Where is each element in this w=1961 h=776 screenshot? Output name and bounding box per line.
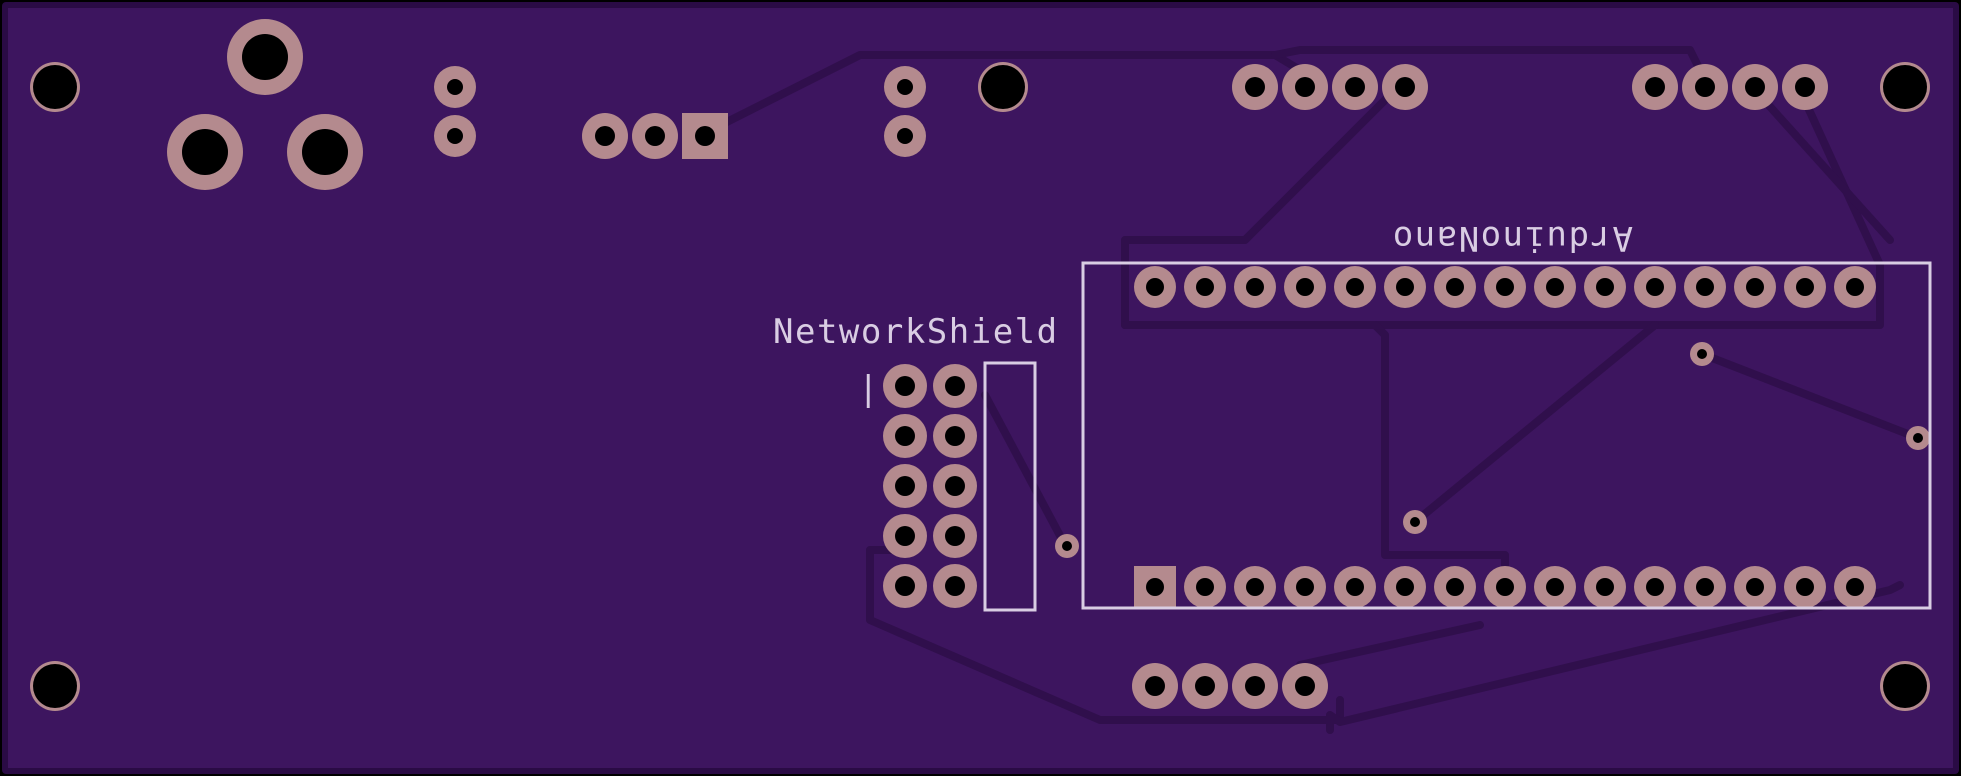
arduino-nano-pin-pad <box>1634 266 1676 308</box>
barrel-jack-pad <box>227 19 303 95</box>
header-pin-pad <box>1732 64 1778 110</box>
silkscreen-layer <box>983 261 1932 612</box>
arduino-nano-pin-pad <box>1534 266 1576 308</box>
arduino-nano-pin-pad <box>1684 266 1726 308</box>
header-pin-pad <box>1782 64 1828 110</box>
header-pin-pad <box>582 113 628 159</box>
small-pin-pad <box>884 115 926 157</box>
header-pin-pad <box>1232 663 1278 709</box>
trace <box>1411 321 1659 526</box>
trace <box>1698 350 1922 442</box>
arduino-nano-pin-pad <box>1134 266 1176 308</box>
network-shield-pin-pad <box>883 414 927 458</box>
arduino-nano-pin-pad <box>1584 266 1626 308</box>
arduino-nano-pin-pad <box>1384 566 1426 608</box>
arduino-nano-pin-pad <box>1334 566 1376 608</box>
arduino-nano-pin-pad <box>1334 266 1376 308</box>
mounting-hole <box>1880 661 1930 711</box>
header-pin-pad <box>1282 663 1328 709</box>
header-pin-pad <box>1182 663 1228 709</box>
arduino-nano-pin-pad <box>1484 566 1526 608</box>
board-surface <box>8 8 1953 768</box>
arduino-nano-pin-pad <box>1384 266 1426 308</box>
barrel-jack-pad <box>167 114 243 190</box>
trace <box>1271 46 1704 74</box>
trace <box>701 51 1304 137</box>
network-shield-pin-pad <box>883 464 927 508</box>
header-pin-pad <box>1382 64 1428 110</box>
header-pin-pad <box>1682 64 1728 110</box>
arduino-nano-pin-pad <box>1634 566 1676 608</box>
arduino-nano-pin-pad <box>1584 566 1626 608</box>
network-shield-pin-pad <box>883 564 927 608</box>
header-pin-pad <box>1232 64 1278 110</box>
header-pin-pad <box>632 113 678 159</box>
arduino-nano-pin-pad <box>1234 266 1276 308</box>
network-shield-pin-pad <box>933 564 977 608</box>
header-pin-pad <box>1332 64 1378 110</box>
header-pin-pad <box>1132 663 1178 709</box>
arduino-nano-outline <box>1081 261 1932 610</box>
header-pin-one-pad <box>682 113 728 159</box>
trace <box>1121 321 1509 589</box>
arduino-nano-label: ArduinoNano <box>1391 218 1633 258</box>
network-shield-pin-pad <box>933 464 977 508</box>
small-pin-pad <box>434 115 476 157</box>
arduino-nano-pin-pad <box>1734 266 1776 308</box>
arduino-nano-pin-pad <box>1534 566 1576 608</box>
arduino-nano-pin-pad <box>1834 566 1876 608</box>
mounting-hole <box>978 62 1028 112</box>
arduino-nano-pin-one-pad <box>1134 566 1176 608</box>
trace <box>1326 581 1904 734</box>
via <box>1403 510 1427 534</box>
small-pin-pad <box>434 66 476 108</box>
arduino-nano-pin-pad <box>1234 566 1276 608</box>
arduino-nano-pin-pad <box>1734 566 1776 608</box>
arduino-nano-pin-pad <box>1284 266 1326 308</box>
pin-one-marker: | <box>858 369 878 409</box>
network-shield-pin-pad <box>933 514 977 558</box>
arduino-nano-pin-pad <box>1484 266 1526 308</box>
header-pin-pad <box>1282 64 1328 110</box>
arduino-nano-pin-pad <box>1784 266 1826 308</box>
barrel-jack-pad <box>287 114 363 190</box>
arduino-nano-pin-pad <box>1184 566 1226 608</box>
pads-layer <box>30 19 1930 711</box>
via <box>1690 342 1714 366</box>
mounting-hole <box>30 661 80 711</box>
header-pin-pad <box>1632 64 1678 110</box>
network-shield-pin-pad <box>883 514 927 558</box>
trace <box>981 391 1069 549</box>
via <box>1055 534 1079 558</box>
arduino-nano-pin-pad <box>1434 566 1476 608</box>
arduino-nano-pin-pad <box>1434 266 1476 308</box>
small-pin-pad <box>884 66 926 108</box>
arduino-nano-pin-pad <box>1834 266 1876 308</box>
arduino-nano-pin-pad <box>1684 566 1726 608</box>
arduino-nano-pin-pad <box>1184 266 1226 308</box>
arduino-nano-pin-pad <box>1284 566 1326 608</box>
trace <box>1751 86 1894 244</box>
trace <box>866 546 1344 724</box>
mounting-hole <box>30 62 80 112</box>
network-shield-pin-pad <box>883 364 927 408</box>
network-shield-pin-pad <box>933 414 977 458</box>
network-shield-outline <box>983 361 1037 612</box>
network-shield-pin-pad <box>933 364 977 408</box>
arduino-nano-pin-pad <box>1784 566 1826 608</box>
network-shield-label: NetworkShield <box>773 312 1059 352</box>
via <box>1906 426 1930 450</box>
mounting-hole <box>1880 62 1930 112</box>
